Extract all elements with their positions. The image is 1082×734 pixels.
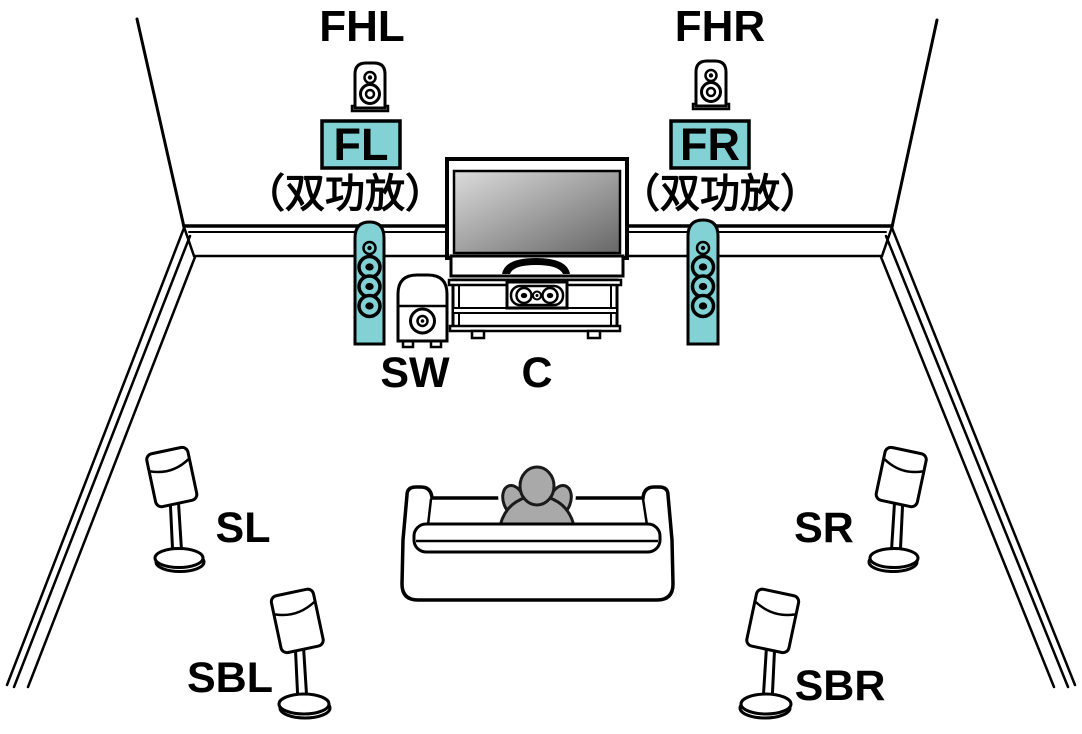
label-front-right-biamp-note: （双功放） (620, 172, 820, 216)
label-center: C (521, 349, 552, 397)
left-floor-line-2 (12, 234, 192, 689)
right-wall-corner-line (890, 18, 939, 229)
speaker-head (745, 587, 801, 655)
label-front-left: FL (334, 119, 389, 170)
right-floor-line-3 (879, 255, 1056, 689)
front-right-tower-speaker (686, 218, 720, 346)
front-right-label-box (669, 119, 751, 170)
right-floor-line-1 (890, 226, 1077, 687)
label-front-right: FR (680, 119, 740, 170)
rack-foot (586, 329, 602, 340)
label-surround-back-right: SBR (795, 662, 886, 710)
listener-head (518, 465, 556, 507)
label-front-height-right: FHR (675, 2, 765, 51)
rack-foot (470, 329, 486, 340)
surround-back-left-speaker (269, 587, 332, 720)
front-left-label-box (320, 119, 402, 170)
speaker-head (269, 587, 325, 655)
surround-left-speaker (145, 445, 206, 573)
front-left-tower-speaker (353, 220, 386, 346)
label-surround-right: SR (794, 504, 854, 552)
right-floor-line-2 (884, 234, 1070, 689)
label-surround-left: SL (216, 504, 271, 552)
front-height-right-speaker-icon (691, 59, 731, 111)
surround-right-speaker (867, 445, 928, 573)
center-speaker (505, 280, 569, 310)
label-front-height-left: FHL (319, 2, 405, 51)
speaker-head (874, 445, 928, 509)
left-floor-line-1 (5, 226, 186, 687)
surround-back-right-speaker (738, 587, 801, 720)
sofa-seat-cushion (412, 522, 662, 554)
tv-screen (452, 169, 622, 255)
subwoofer-speaker (396, 273, 449, 349)
label-front-left-biamp-note: （双功放） (245, 172, 445, 216)
left-wall-corner-line (135, 17, 186, 229)
left-floor-line-3 (26, 255, 197, 689)
listener (493, 462, 581, 536)
front-height-left-speaker-icon (350, 61, 390, 113)
label-surround-back-left: SBL (187, 654, 273, 702)
tv-and-stand (445, 157, 629, 340)
label-subwoofer: SW (380, 349, 450, 397)
speaker-head (145, 445, 199, 509)
